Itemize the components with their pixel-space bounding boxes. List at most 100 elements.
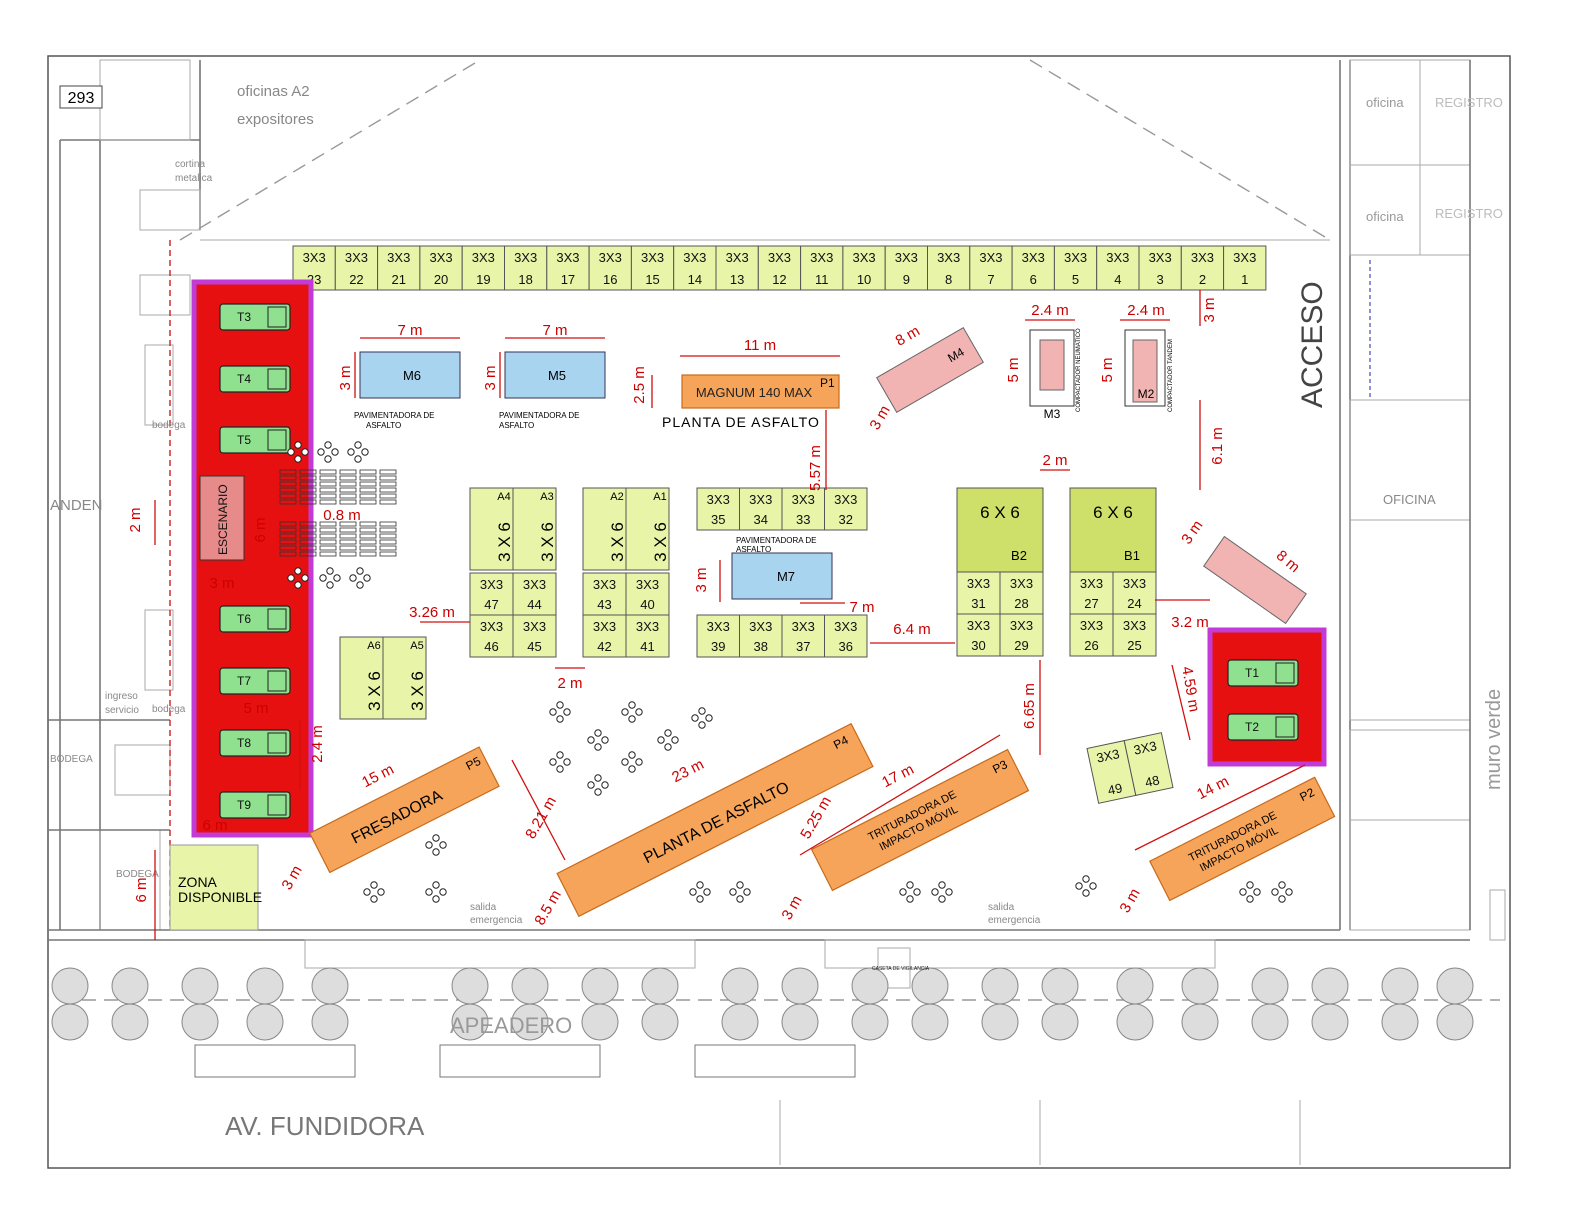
pav-label-m6-2: ASFALTO: [366, 421, 401, 430]
machine-m6[interactable]: M6: [359, 351, 461, 399]
tree-bottom-5: [311, 1003, 349, 1041]
truck-t5[interactable]: T5: [219, 426, 291, 454]
table-13: [621, 751, 643, 773]
block-b2[interactable]: 6 X 6B2: [956, 487, 1044, 573]
salida-label-2: salida: [988, 902, 1015, 913]
svg-text:3X3: 3X3: [480, 619, 503, 634]
svg-text:49: 49: [1106, 780, 1123, 798]
truck-t3[interactable]: T3: [219, 303, 291, 331]
dim-2-4m-b: 2.4 m: [1127, 302, 1165, 319]
machine-m1-right[interactable]: [1203, 535, 1307, 625]
truck-t2[interactable]: T2: [1227, 713, 1299, 741]
machine-m7[interactable]: M7: [731, 552, 833, 600]
planta-asfalto-label-p1: PLANTA DE ASFALTO: [662, 414, 820, 430]
planta-asfalto-p1[interactable]: MAGNUM 140 MAX P1: [681, 374, 840, 409]
truck-t6[interactable]: T6: [219, 605, 291, 633]
table-5: [319, 567, 341, 589]
block-b1[interactable]: 6 X 6B1: [1069, 487, 1157, 573]
svg-text:3X3: 3X3: [792, 619, 815, 634]
dim-6-65m: 6.65 m: [1021, 683, 1038, 729]
truck-t9[interactable]: T9: [219, 791, 291, 819]
truck-t1[interactable]: T1: [1227, 659, 1299, 687]
svg-text:10: 10: [857, 272, 871, 287]
zona-disponible[interactable]: [169, 844, 259, 931]
tree-top-12: [851, 967, 889, 1005]
machine-m4[interactable]: M4: [876, 326, 984, 414]
emergencia-label-2: emergencia: [988, 915, 1041, 926]
metalica-label: metalica: [175, 173, 213, 184]
truck-t4[interactable]: T4: [219, 365, 291, 393]
truck-t8[interactable]: T8: [219, 729, 291, 757]
machine-m5[interactable]: M5: [504, 351, 606, 399]
machine-m3[interactable]: M3: [1029, 329, 1075, 421]
servicio-label: servicio: [105, 705, 139, 716]
tree-top-13: [911, 967, 949, 1005]
svg-text:3X3: 3X3: [1080, 618, 1103, 633]
right-truck-zone[interactable]: [1207, 627, 1327, 767]
trituradora-p3[interactable]: TRITURADORA DE IMPACTO MÓVIL P3: [810, 748, 1030, 892]
truck-t7[interactable]: T7: [219, 667, 291, 695]
escenario[interactable]: [199, 475, 245, 561]
svg-text:3X3: 3X3: [480, 577, 503, 592]
table-7: [549, 701, 571, 723]
svg-text:T9: T9: [237, 798, 251, 812]
svg-text:30: 30: [971, 638, 985, 653]
svg-text:29: 29: [1014, 638, 1028, 653]
tree-top-15: [1041, 967, 1079, 1005]
machine-m2[interactable]: M2: [1124, 329, 1166, 407]
